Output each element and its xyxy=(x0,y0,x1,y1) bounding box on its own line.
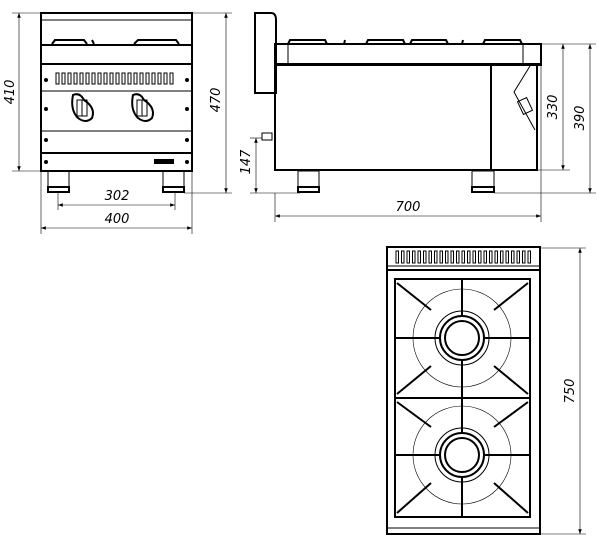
dim-width: 400 xyxy=(105,212,130,227)
dim-depth: 700 xyxy=(396,200,421,215)
control-knob-left[interactable] xyxy=(71,93,94,122)
burner-2 xyxy=(395,398,530,517)
side-view: 147 700 330 390 xyxy=(239,12,596,222)
side-control-panel xyxy=(513,65,536,131)
vent-slots xyxy=(55,72,174,85)
dim-inlet-height: 147 xyxy=(239,149,254,175)
dim-leg-spacing: 302 xyxy=(105,189,130,204)
side-legs xyxy=(297,170,495,193)
dim-front-height: 410 xyxy=(3,80,18,105)
gas-inlet xyxy=(261,132,273,141)
backsplash xyxy=(254,12,277,94)
top-view: 750 xyxy=(386,246,586,535)
dim-body-height: 330 xyxy=(546,95,561,120)
dim-front-total-height: 470 xyxy=(209,88,224,113)
dim-total-height: 390 xyxy=(573,106,588,131)
top-vent-strip xyxy=(395,250,531,264)
front-view: 410 470 302 400 xyxy=(3,12,232,234)
burner-1 xyxy=(395,279,530,398)
dim-top-depth: 750 xyxy=(563,379,578,404)
front-legs xyxy=(47,170,185,193)
control-knob-right[interactable] xyxy=(131,93,154,122)
